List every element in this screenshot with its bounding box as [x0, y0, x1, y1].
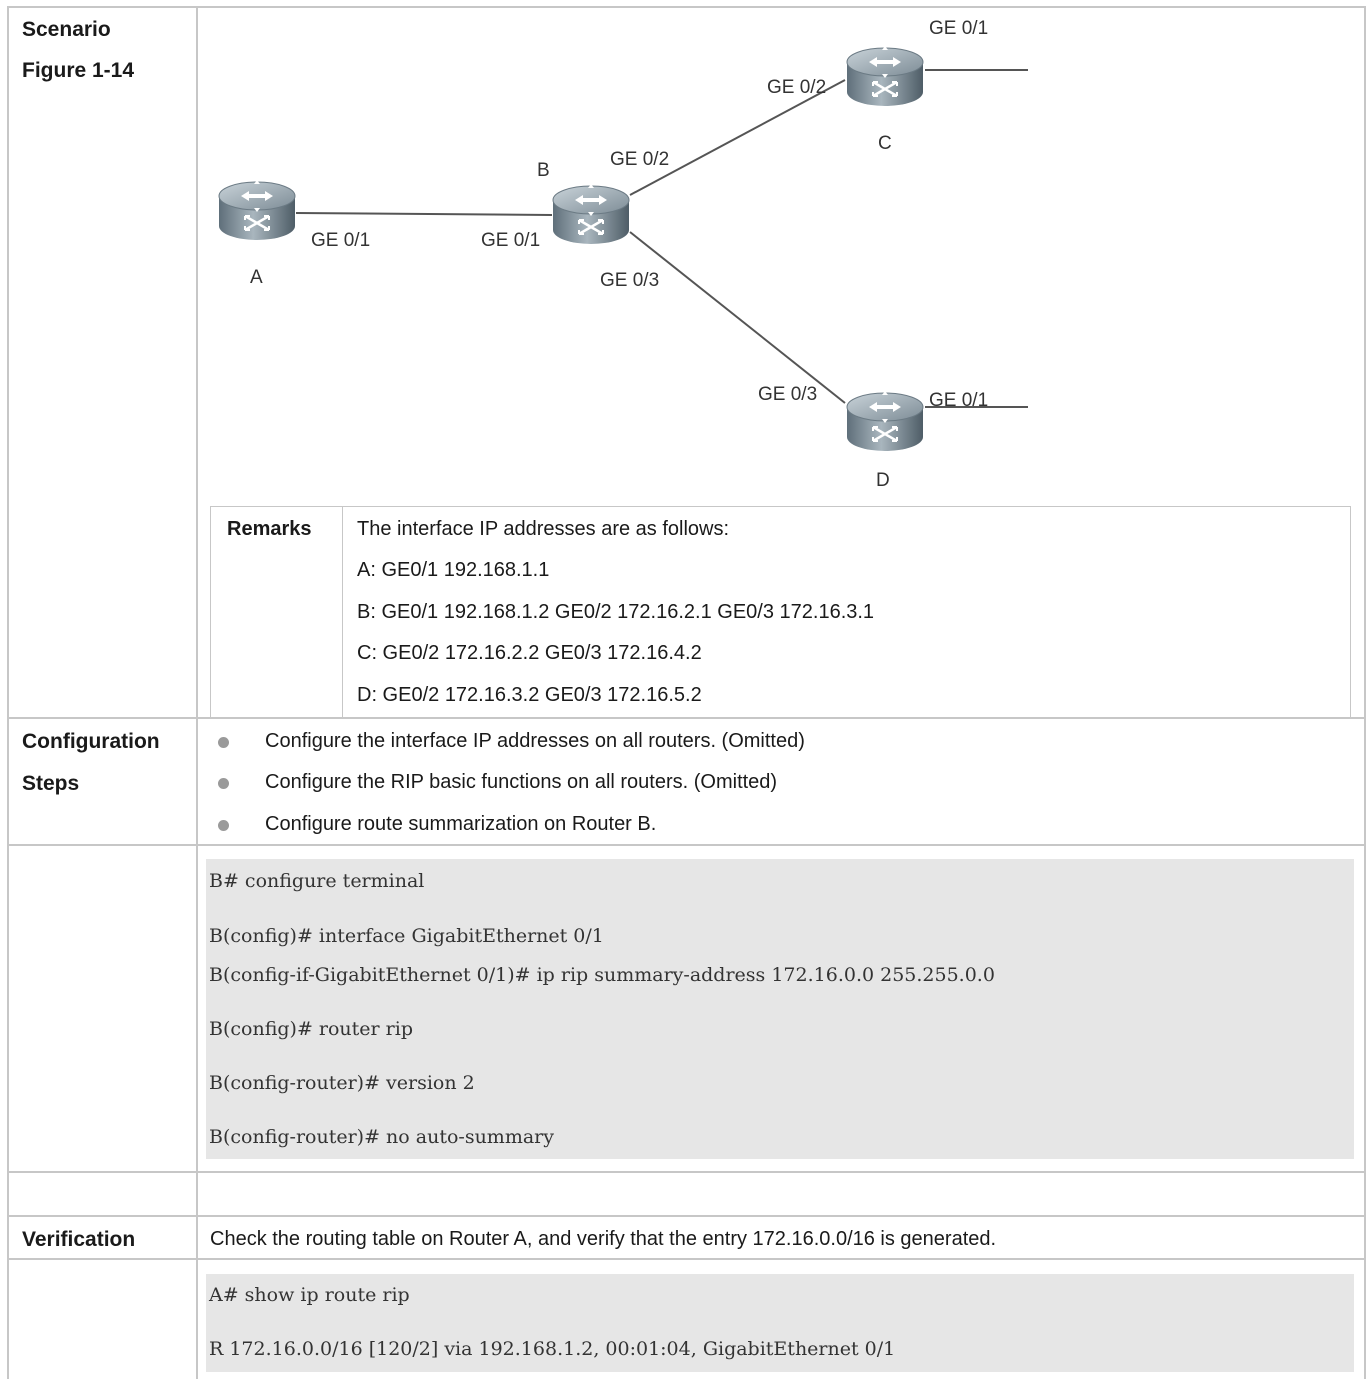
table-column-divider	[196, 6, 198, 1379]
router-c-icon	[845, 44, 925, 108]
network-diagram: A B C D GE 0/1 GE 0/1 GE 0/2 GE 0/3 GE 0…	[217, 18, 1028, 491]
remarks-line-2: A: GE0/1 192.168.1.1	[357, 559, 550, 581]
row-divider-config	[7, 844, 1366, 846]
row-divider-empty	[7, 1215, 1366, 1217]
config-code-line-4: B(config)# router rip	[209, 1018, 413, 1040]
row-divider-scenario	[7, 717, 1366, 719]
remarks-line-5: D: GE0/2 172.16.3.2 GE0/3 172.16.5.2	[357, 684, 702, 706]
bullet-icon	[218, 778, 229, 789]
configuration-label-line1: Configuration	[22, 730, 160, 753]
router-label-b: B	[537, 160, 550, 181]
config-code-line-6: B(config-router)# no auto-summary	[209, 1126, 554, 1148]
router-d-icon	[845, 389, 925, 453]
config-step-3: Configure route summarization on Router …	[265, 813, 657, 835]
link-b-d	[629, 231, 846, 404]
remarks-line-1: The interface IP addresses are as follow…	[357, 518, 730, 540]
bullet-icon	[218, 737, 229, 748]
scenario-label: Scenario	[22, 18, 111, 41]
router-a-icon	[217, 178, 297, 242]
port-label-b-ge03: GE 0/3	[600, 270, 659, 291]
router-label-d: D	[876, 470, 890, 491]
port-label-c-ge02: GE 0/2	[767, 77, 826, 98]
config-code-line-1: B# configure terminal	[209, 870, 425, 892]
port-label-c-ge01: GE 0/1	[929, 18, 988, 39]
port-label-b-ge01: GE 0/1	[481, 230, 540, 251]
router-label-a: A	[250, 267, 263, 288]
remarks-divider	[342, 506, 343, 717]
remarks-label: Remarks	[227, 518, 312, 540]
table-right-border	[1364, 6, 1366, 1379]
row-divider-code	[7, 1171, 1366, 1173]
router-label-c: C	[878, 133, 892, 154]
config-code-block	[206, 859, 1354, 1159]
config-step-1: Configure the interface IP addresses on …	[265, 730, 805, 752]
config-step-2: Configure the RIP basic functions on all…	[265, 771, 778, 793]
row-divider-verification	[7, 1258, 1366, 1260]
verify-code-line-2: R 172.16.0.0/16 [120/2] via 192.168.1.2,…	[209, 1338, 896, 1360]
config-code-line-2: B(config)# interface GigabitEthernet 0/1	[209, 925, 604, 947]
port-label-d-ge01: GE 0/1	[929, 390, 988, 411]
verification-label: Verification	[22, 1228, 136, 1251]
table-left-border	[7, 6, 9, 1379]
configuration-label-line2: Steps	[22, 772, 80, 795]
remarks-line-4: C: GE0/2 172.16.2.2 GE0/3 172.16.4.2	[357, 642, 702, 664]
remarks-line-3: B: GE0/1 192.168.1.2 GE0/2 172.16.2.1 GE…	[357, 601, 875, 623]
figure-label: Figure 1-14	[22, 59, 135, 82]
config-code-line-5: B(config-router)# version 2	[209, 1072, 475, 1094]
router-b-icon	[551, 182, 631, 246]
port-label-b-ge02: GE 0/2	[610, 149, 669, 170]
verify-code-line-1: A# show ip route rip	[209, 1284, 410, 1306]
verify-code-block	[206, 1274, 1354, 1372]
verification-text: Check the routing table on Router A, and…	[210, 1228, 997, 1250]
remarks-table	[210, 506, 1351, 718]
bullet-icon	[218, 820, 229, 831]
table-top-border	[7, 6, 1366, 8]
link-a-b	[295, 212, 553, 216]
port-label-d-ge03: GE 0/3	[758, 384, 817, 405]
port-label-a-ge01: GE 0/1	[311, 230, 370, 251]
config-code-line-3: B(config-if-GigabitEthernet 0/1)# ip rip…	[209, 964, 995, 986]
link-b-c	[629, 79, 846, 196]
